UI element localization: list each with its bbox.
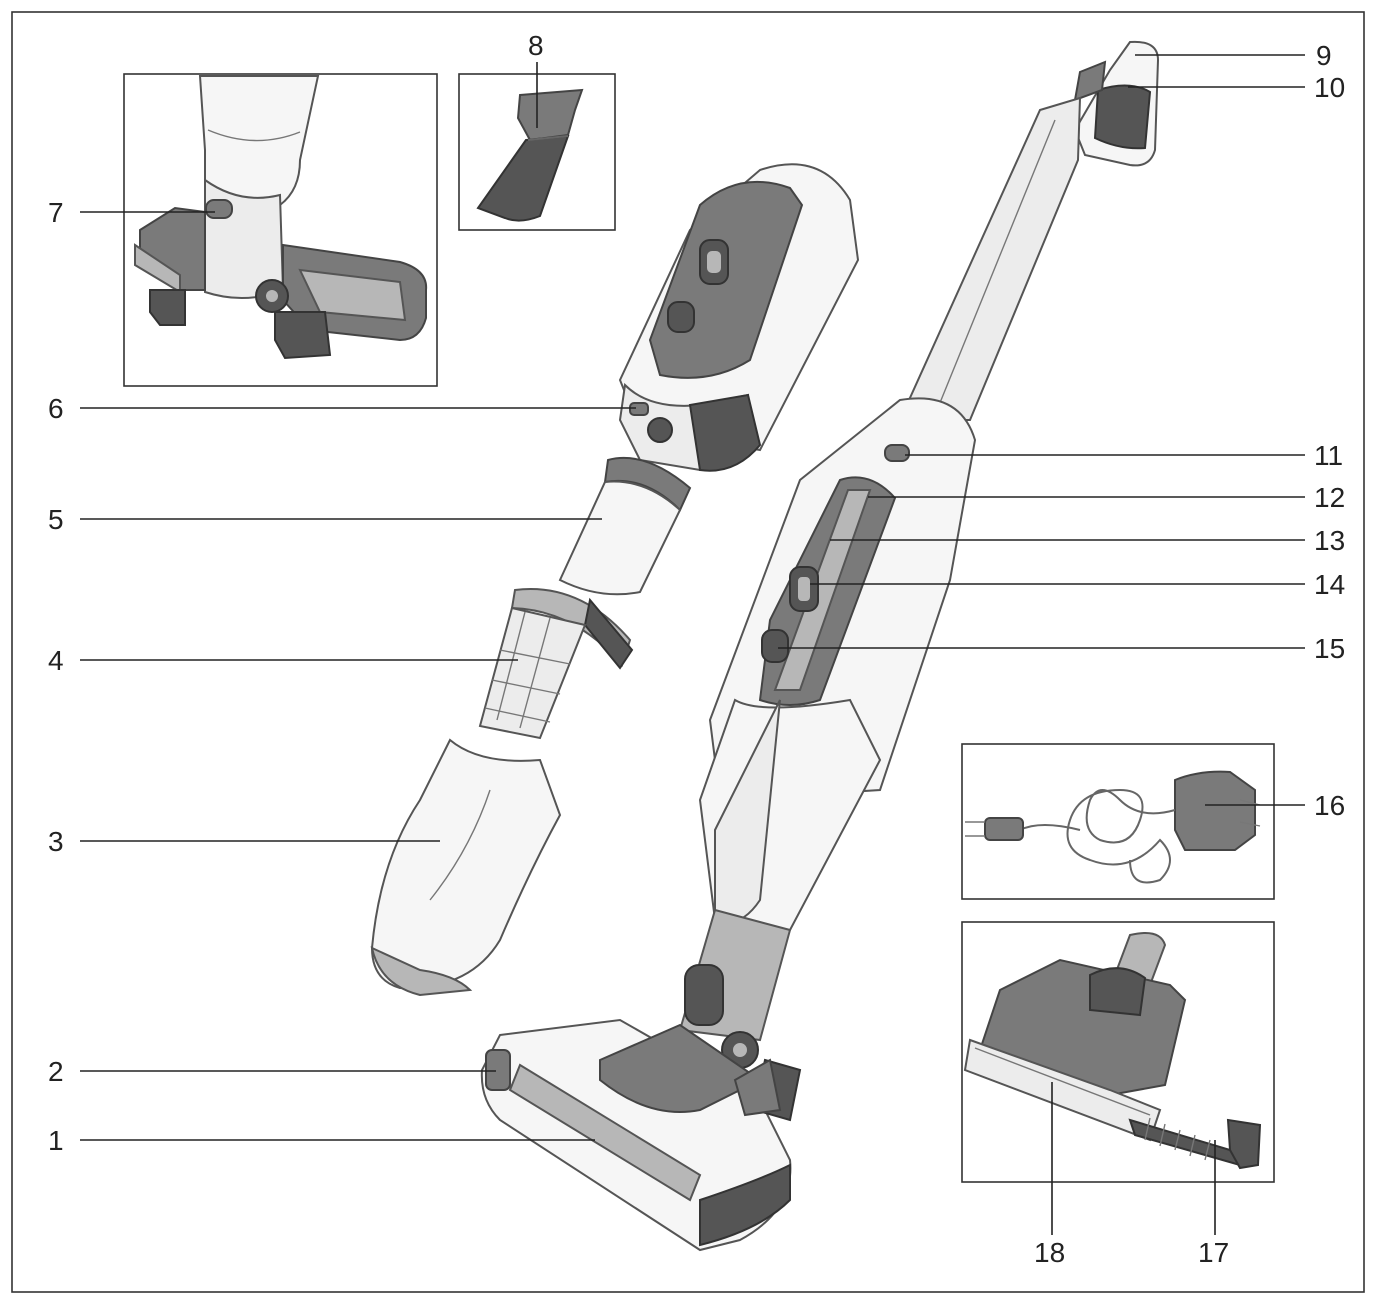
callout-2: 2 bbox=[48, 1056, 64, 1087]
filter-illustration bbox=[558, 456, 692, 596]
callout-13: 13 bbox=[1314, 525, 1345, 556]
callout-4: 4 bbox=[48, 645, 64, 676]
callout-16: 16 bbox=[1314, 790, 1345, 821]
callout-17: 17 bbox=[1198, 1237, 1229, 1268]
callout-15: 15 bbox=[1314, 633, 1345, 664]
callout-3: 3 bbox=[48, 826, 64, 857]
filter-cage-illustration bbox=[478, 588, 634, 740]
callout-18: 18 bbox=[1034, 1237, 1065, 1268]
outer-frame bbox=[11, 11, 1365, 1293]
callout-5: 5 bbox=[48, 504, 64, 535]
callout-leaders bbox=[80, 54, 1305, 1235]
callout-6: 6 bbox=[48, 393, 64, 424]
brush-roller-illustration bbox=[963, 932, 1262, 1170]
callout-14: 14 bbox=[1314, 569, 1345, 600]
callout-7: 7 bbox=[48, 197, 64, 228]
callout-12: 12 bbox=[1314, 482, 1345, 513]
callout-labels: 1 2 3 4 5 6 7 8 9 10 11 12 13 14 15 16 1… bbox=[48, 30, 1345, 1268]
callout-1: 1 bbox=[48, 1125, 64, 1156]
inset-frame-nozzle-detail bbox=[123, 73, 438, 387]
dust-container-illustration bbox=[370, 738, 562, 997]
callout-11: 11 bbox=[1314, 440, 1343, 471]
inset-frame-charger bbox=[961, 743, 1275, 900]
callout-10: 10 bbox=[1314, 72, 1345, 103]
inset-frame-brush-roller bbox=[961, 921, 1275, 1183]
vacuum-main-body-illustration bbox=[480, 40, 1160, 1252]
handheld-unit-illustration bbox=[618, 163, 860, 472]
charger-illustration bbox=[965, 770, 1261, 884]
nozzle-detail-illustration bbox=[134, 75, 428, 360]
callout-8: 8 bbox=[528, 30, 544, 61]
callout-9: 9 bbox=[1316, 40, 1332, 71]
crevice-tool-illustration bbox=[476, 88, 584, 222]
